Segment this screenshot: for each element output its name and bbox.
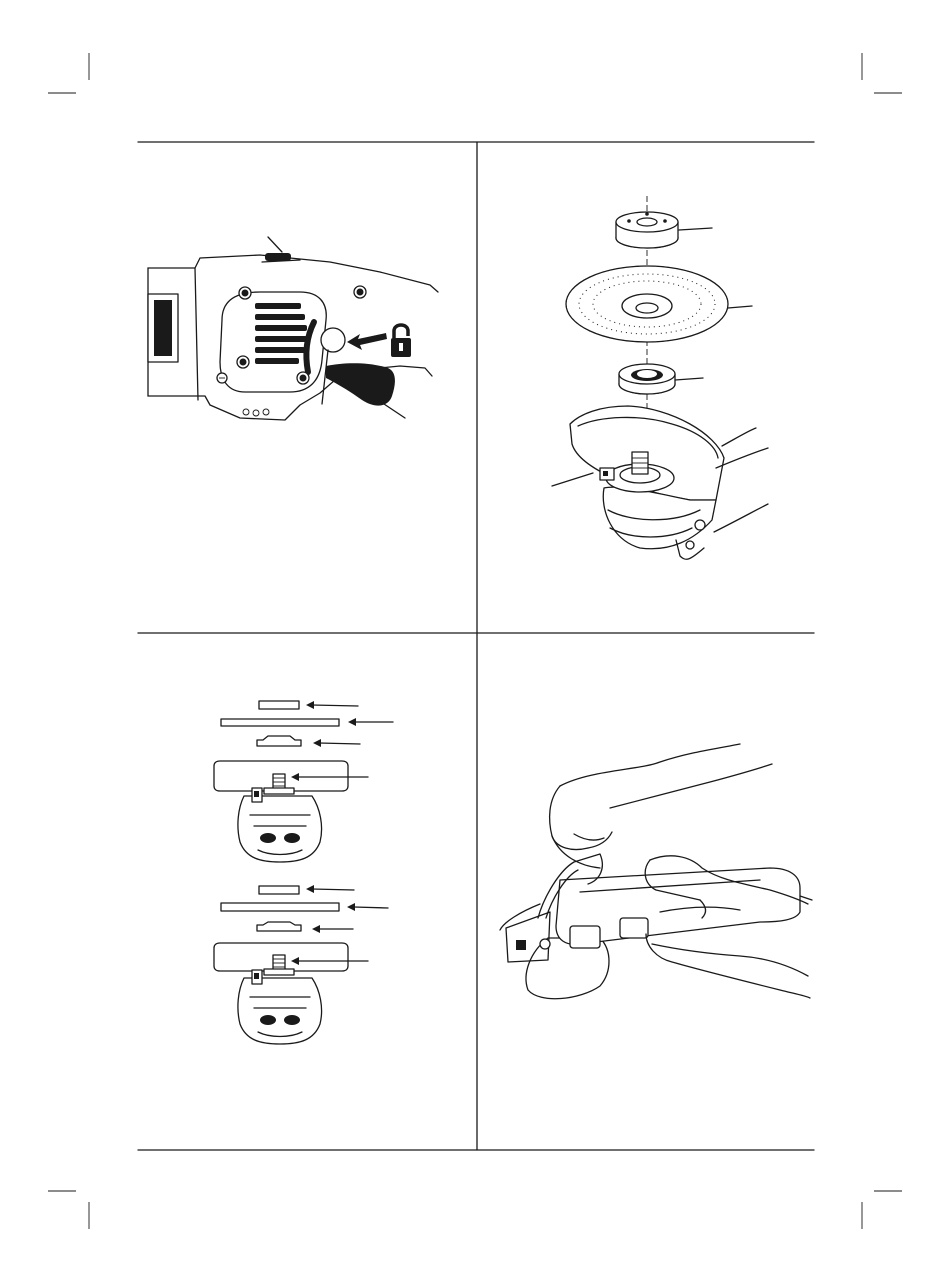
flange-order-illustration-lower [214,885,388,1044]
flange-order-illustration-upper [214,701,393,862]
two-hand-grip-illustration [500,744,812,999]
lock-icon [391,325,411,357]
exploded-accessory-illustration [552,196,768,559]
crop-marks [48,53,902,1229]
